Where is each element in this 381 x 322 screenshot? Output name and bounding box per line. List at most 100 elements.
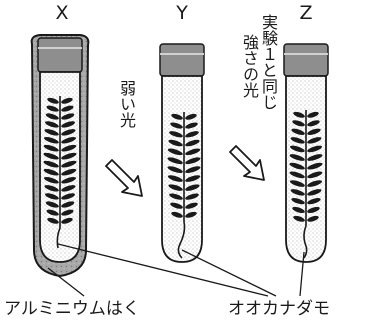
waterweed-leaf [185, 157, 201, 165]
waterweed-leaf [291, 198, 305, 205]
waterweed-leaf [61, 185, 76, 192]
waterweed-leaf [45, 113, 59, 120]
waterweed-leaf [307, 171, 323, 179]
plant-callout-line-x [57, 243, 269, 297]
tube-label-z: Z [299, 2, 313, 24]
waterweed-leaf [185, 184, 200, 191]
waterweed-leaf [307, 154, 323, 161]
waterweed-leaf [61, 168, 77, 176]
foil-callout-line [47, 267, 85, 297]
waterweed-z [289, 110, 323, 259]
waterweed-leaf [61, 121, 75, 128]
waterweed-leaf [290, 189, 305, 196]
tube-z-cap [283, 43, 329, 77]
waterweed-leaf [185, 113, 197, 120]
waterweed-leaf [185, 122, 198, 129]
waterweed-leaf [45, 201, 59, 208]
waterweed-leaf [61, 209, 74, 216]
waterweed-leaf [45, 193, 59, 200]
waterweed-leaf [169, 131, 183, 138]
waterweed-leaf [61, 160, 77, 168]
waterweed-leaf [61, 105, 74, 112]
waterweed-leaf [61, 113, 75, 120]
waterweed-leaf [43, 152, 59, 160]
waterweed-leaf [61, 217, 73, 224]
tube-label-x: X [55, 2, 69, 24]
waterweed-leaf [289, 171, 305, 179]
waterweed-leaf [307, 145, 323, 153]
waterweed-stem [56, 96, 61, 249]
waterweed-stem [177, 112, 186, 259]
tube-z [283, 43, 329, 263]
waterweed-leaf [292, 206, 305, 214]
waterweed-leaf [289, 180, 305, 187]
waterweed-label: オオカナダモ [228, 299, 330, 319]
waterweed-leaf [307, 162, 323, 170]
waterweed-leaf [185, 148, 201, 156]
waterweed-leaf [307, 120, 320, 127]
waterweed-leaf [307, 180, 323, 187]
waterweed-leaf [171, 113, 183, 120]
waterweed-leaf [43, 136, 59, 144]
waterweed-leaf [167, 175, 183, 182]
waterweed-leaf [61, 176, 77, 184]
waterweed-leaf [185, 202, 198, 209]
waterweed-leaf [168, 139, 183, 147]
waterweed-leaf [43, 144, 59, 152]
callout-lines [47, 243, 305, 297]
waterweed-leaf [185, 211, 197, 218]
waterweed-y [167, 112, 201, 259]
waterweed-leaf [170, 122, 183, 129]
light-arrow-icon [229, 145, 265, 181]
tube-x [30, 34, 90, 278]
waterweed-leaf [46, 105, 59, 112]
waterweed-leaf [289, 154, 305, 161]
waterweed-leaf [291, 128, 305, 135]
waterweed-leaf [168, 184, 183, 191]
waterweed-leaf [307, 206, 320, 214]
waterweed-leaf [167, 166, 183, 173]
waterweed-leaf [61, 152, 77, 160]
waterweed-leaf [43, 160, 59, 168]
waterweed-leaf [293, 111, 305, 118]
waterweed-leaf [289, 162, 305, 170]
weak-light-label: 弱い光 [117, 80, 136, 128]
waterweed-leaf [185, 131, 199, 138]
waterweed-stem [303, 110, 308, 259]
waterweed-leaf [47, 217, 59, 224]
plant-callout-line-z [299, 251, 305, 297]
waterweed-leaf [43, 168, 59, 176]
waterweed-leaf [44, 185, 59, 192]
waterweed-x [43, 96, 77, 249]
waterweed-leaf [46, 209, 59, 216]
tube-label-y: Y [176, 2, 188, 24]
waterweed-leaf [61, 144, 77, 152]
plant-callout-line-y [181, 249, 277, 297]
waterweed-leaf [167, 157, 183, 165]
waterweed-leaf [307, 111, 319, 118]
tube-y [159, 43, 205, 263]
waterweed-leaf [185, 166, 201, 173]
waterweed-leaf [307, 215, 319, 222]
waterweed-leaf [307, 198, 321, 205]
aluminum-foil-label: アルミニウムはく [4, 299, 140, 319]
waterweed-leaf [289, 145, 305, 153]
waterweed-leaf [61, 97, 73, 104]
waterweed-leaf [307, 189, 322, 196]
waterweed-leaf [61, 129, 76, 136]
waterweed-leaf [61, 201, 75, 208]
waterweed-leaf [170, 202, 183, 209]
waterweed-leaf [47, 97, 59, 104]
waterweed-leaf [44, 129, 59, 136]
waterweed-leaf [185, 193, 199, 200]
waterweed-leaf [61, 136, 77, 144]
waterweed-leaf [169, 193, 183, 200]
waterweed-leaf [185, 175, 201, 182]
waterweed-leaf [292, 120, 305, 127]
same-light-label-line2: 強さの光 [240, 34, 259, 98]
waterweed-leaf [61, 193, 75, 200]
same-light-label-line1: 実験１と同じ [259, 14, 278, 110]
tube-y-cap [159, 43, 205, 77]
waterweed-leaf [185, 139, 200, 147]
